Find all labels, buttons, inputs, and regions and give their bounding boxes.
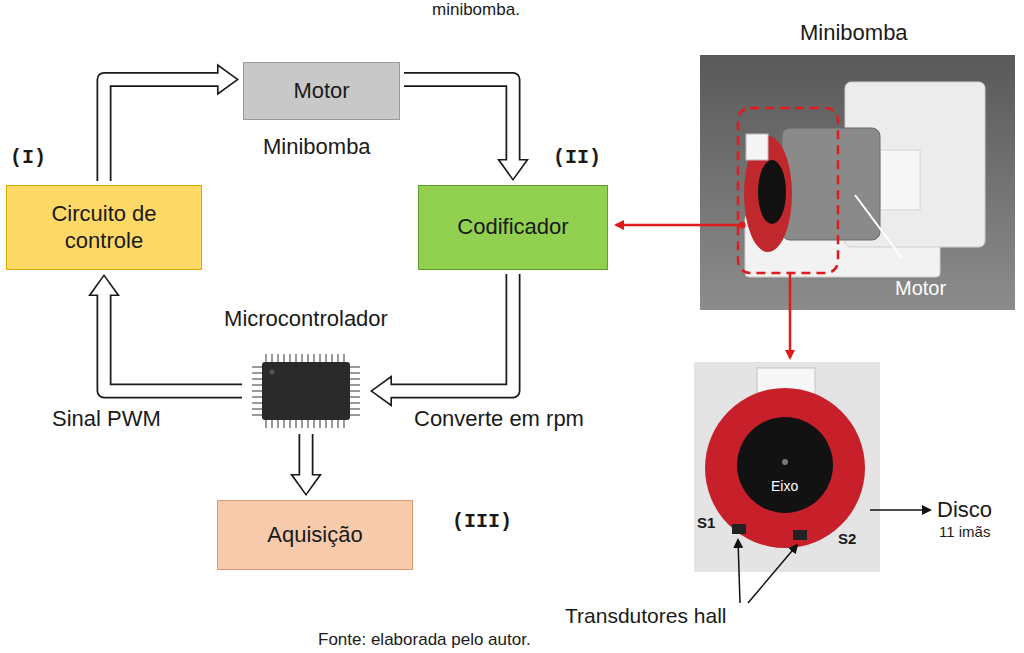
- hollow-arrow: [370, 274, 513, 407]
- arrow-fill: [104, 79, 220, 181]
- arrow-fill: [300, 434, 312, 477]
- caption-fragment: minibomba.: [432, 0, 520, 20]
- connector: [746, 134, 768, 160]
- photo-background: [700, 55, 1015, 310]
- callout-number: (I): [10, 146, 46, 170]
- arrow-outline: [104, 79, 217, 181]
- motor-cylinder: [782, 128, 880, 240]
- microcontroller-chip: Microcontrolador: [250, 352, 362, 430]
- chip-symbol: [250, 352, 362, 430]
- shaft: [782, 459, 788, 465]
- arrow-head: [290, 474, 322, 496]
- arrow-fill: [104, 293, 242, 391]
- arrow-outline: [104, 296, 242, 391]
- chip-dot: [270, 370, 275, 375]
- arrow-outline: [404, 79, 513, 159]
- leader-line: [870, 509, 930, 511]
- leader-line: [738, 540, 740, 603]
- process-box: Codificador: [418, 185, 608, 270]
- encoder-pcb: [705, 388, 865, 548]
- part-name: Minibomba: [263, 134, 371, 160]
- sensor-name: S1: [697, 514, 715, 532]
- hollow-arrow: [404, 79, 529, 181]
- inset-background: [694, 362, 880, 572]
- box-text: Aquisição: [267, 522, 362, 548]
- part-name: Motor: [895, 276, 946, 300]
- arrow-head: [217, 63, 239, 95]
- chip-label: Microcontrolador: [224, 306, 388, 332]
- chip-body: [262, 362, 350, 420]
- box-text: Circuito de controle: [17, 201, 191, 254]
- part-name: Transdutores hall: [565, 603, 726, 628]
- leader-line: [748, 545, 797, 603]
- part-note: 11 imãs: [939, 523, 990, 541]
- magnet-disc: [758, 160, 786, 224]
- caption: Fonte: elaborada pelo autor.: [318, 630, 531, 650]
- hall-sensor: [732, 524, 746, 534]
- box-text: Motor: [293, 78, 349, 104]
- part-name: Eixo: [771, 478, 798, 495]
- arrow-fill: [389, 274, 513, 391]
- process-box: Motor: [243, 62, 400, 120]
- hall-sensor: [793, 530, 807, 540]
- edge-label: Converte em rpm: [414, 406, 584, 432]
- arrow-head-fill: [219, 67, 237, 93]
- motor-pointer: [855, 195, 902, 258]
- process-box: Circuito de controle: [6, 185, 202, 270]
- highlight-frame: [738, 108, 838, 273]
- zoom-pointer: [789, 273, 792, 358]
- hollow-arrow: [104, 63, 239, 181]
- arrow-head: [370, 375, 392, 407]
- magnet-disc: [737, 417, 833, 513]
- part-name: Disco: [937, 497, 992, 523]
- arrow-head-fill: [91, 277, 117, 295]
- arrow-head: [497, 159, 529, 181]
- hollow-arrow: [88, 274, 242, 391]
- hollow-arrow: [290, 434, 322, 496]
- photo-title: Minibomba: [800, 20, 908, 46]
- arrow-fill: [404, 79, 513, 162]
- box-text: Codificador: [457, 214, 568, 240]
- arrow-head-fill: [500, 161, 526, 179]
- pump-coupling: [880, 150, 920, 210]
- edge-label: Sinal PWM: [52, 406, 161, 432]
- arrow-head: [88, 274, 120, 296]
- encoder-pointer: [616, 224, 742, 227]
- callout-number: (III): [452, 510, 512, 534]
- callout-number: (II): [553, 146, 601, 170]
- arrow-outline: [392, 274, 513, 391]
- arrow-head-fill: [373, 378, 391, 404]
- arrow-head-fill: [293, 476, 319, 494]
- sensor-name: S2: [838, 530, 856, 548]
- process-box: Aquisição: [217, 500, 413, 570]
